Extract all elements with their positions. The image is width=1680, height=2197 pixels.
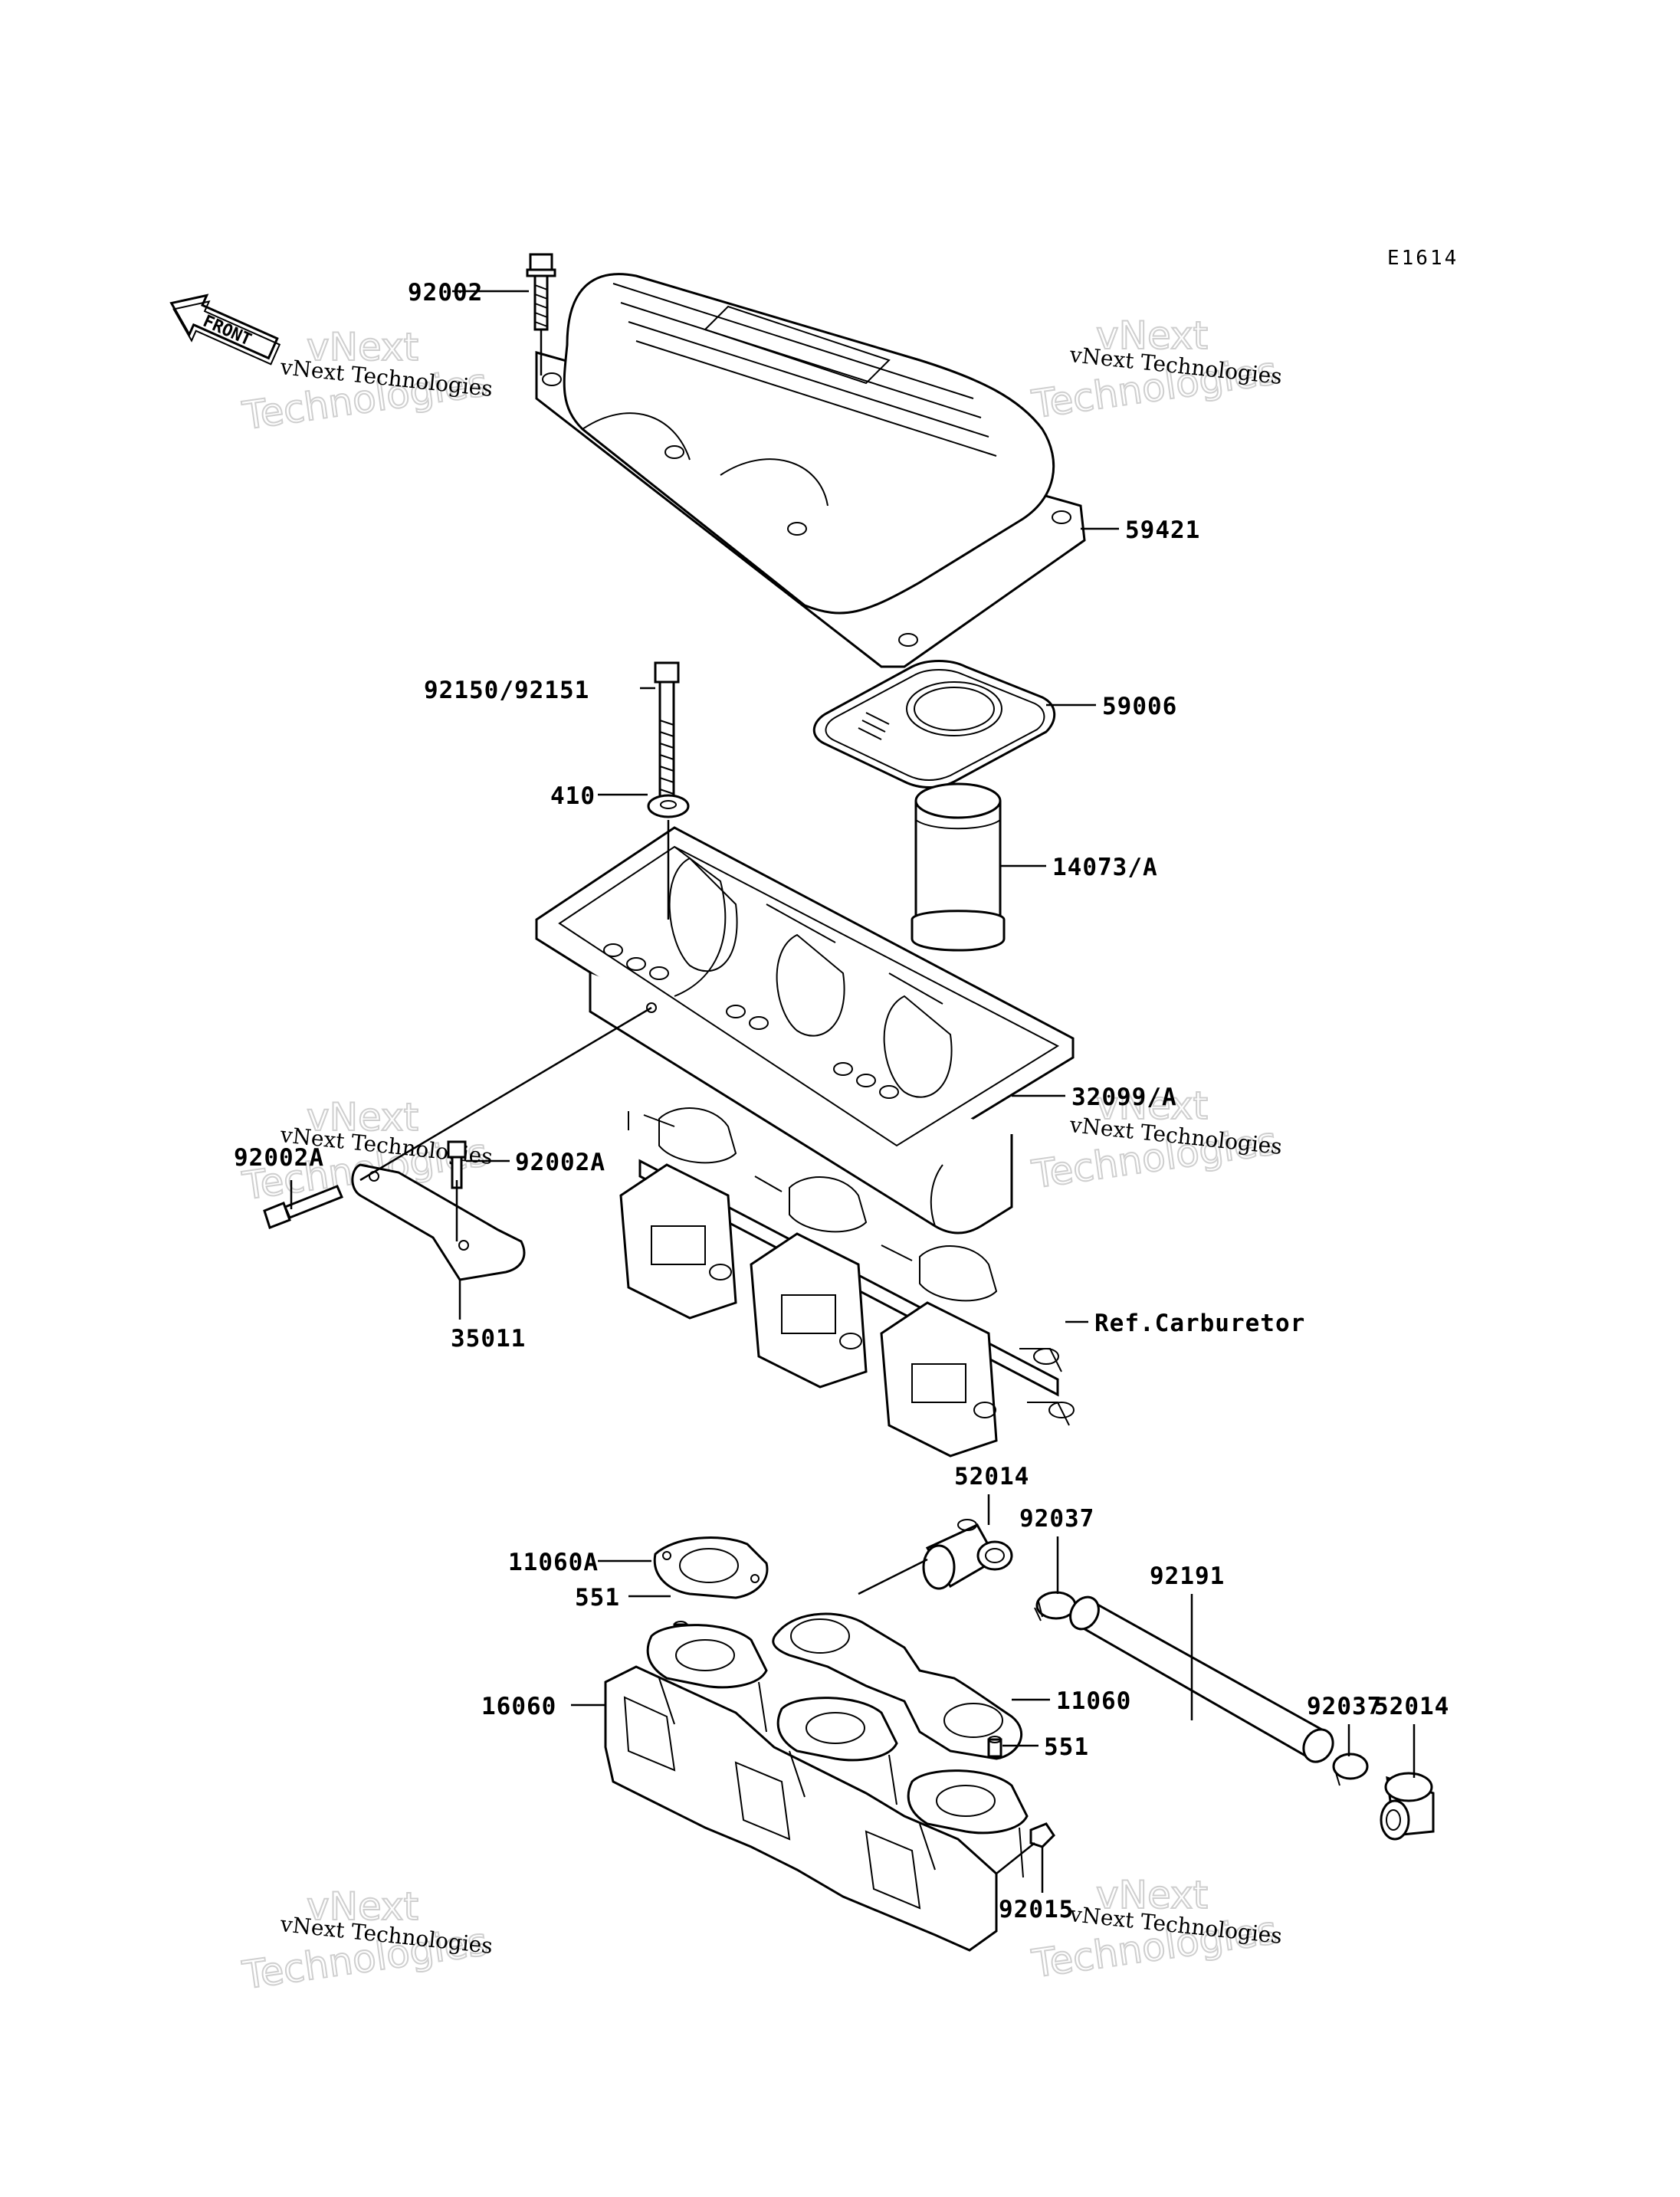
plug-92015-drawing xyxy=(1029,1822,1055,1848)
part-label-551-top: 551 xyxy=(575,1584,620,1612)
part-label-92015: 92015 xyxy=(999,1896,1074,1923)
air-cleaner-cover-59421-drawing xyxy=(535,273,1086,668)
front-arrow-icon: FRONT xyxy=(169,293,281,366)
diagram-code: E1614 xyxy=(1387,247,1459,270)
bolt-92002a-right-drawing xyxy=(447,1140,467,1189)
watermark-big: vNext xyxy=(1096,1084,1208,1128)
washer-410-drawing xyxy=(647,794,690,818)
part-label-92037-top: 92037 xyxy=(1019,1505,1094,1533)
elbow-fitting-52014-right-drawing xyxy=(1380,1772,1435,1841)
gasket-11060a-drawing xyxy=(653,1536,769,1599)
part-label-92002: 92002 xyxy=(408,279,483,307)
part-label-551-bottom: 551 xyxy=(1044,1733,1089,1761)
air-cleaner-base-32099-drawing xyxy=(535,826,1075,1235)
watermark-big: vNext xyxy=(1096,1873,1208,1917)
bracket-35011-drawing xyxy=(351,1163,526,1281)
part-label-59421: 59421 xyxy=(1125,516,1200,544)
part-label-52014-top: 52014 xyxy=(954,1463,1029,1490)
gasket-11060-drawing xyxy=(772,1612,1022,1760)
elbow-fitting-52014-top-drawing xyxy=(922,1519,1013,1590)
part-label-92002a-right: 92002A xyxy=(515,1149,605,1176)
part-label-11060: 11060 xyxy=(1056,1687,1131,1715)
part-label-92191: 92191 xyxy=(1150,1562,1225,1590)
hose-92191-drawing xyxy=(1069,1595,1334,1763)
part-label-92002a-left: 92002A xyxy=(234,1144,324,1172)
watermark-big: vNext xyxy=(307,1095,418,1139)
intake-manifold-16060-drawing xyxy=(604,1624,1029,1952)
filter-element-14073-drawing xyxy=(911,782,1006,952)
part-label-11060a: 11060A xyxy=(508,1549,599,1576)
watermark-big: vNext xyxy=(307,1884,418,1929)
carburetor-assembly-drawing xyxy=(619,1107,1075,1458)
watermark-big: vNext xyxy=(1096,313,1208,358)
clamp-92037-right-drawing xyxy=(1332,1753,1369,1786)
watermark-big: vNext xyxy=(307,325,418,369)
part-label-92150: 92150/92151 xyxy=(424,677,589,704)
part-label-59006: 59006 xyxy=(1102,693,1177,720)
gasket-59006-drawing xyxy=(812,660,1056,789)
part-label-410: 410 xyxy=(550,782,596,810)
part-label-35011: 35011 xyxy=(451,1325,526,1353)
part-label-14073: 14073/A xyxy=(1052,854,1158,881)
bolt-92150-drawing xyxy=(654,661,680,798)
part-label-16060: 16060 xyxy=(481,1693,556,1720)
part-label-ref-carburetor: Ref.Carburetor xyxy=(1094,1310,1305,1337)
leader-lines xyxy=(290,290,1416,1893)
part-labels: 92002 59421 92150/92151 59006 410 14073/… xyxy=(234,279,1449,1923)
bolt-92002a-left-drawing xyxy=(263,1185,343,1229)
part-label-52014-right: 52014 xyxy=(1374,1693,1449,1720)
bolt-92002-drawing xyxy=(526,253,556,331)
dowel-551-bottom-drawing xyxy=(987,1736,1002,1758)
part-label-92037-right: 92037 xyxy=(1307,1693,1382,1720)
clamp-92037-top-drawing xyxy=(1034,1591,1077,1622)
part-label-32099: 32099/A xyxy=(1071,1084,1177,1111)
